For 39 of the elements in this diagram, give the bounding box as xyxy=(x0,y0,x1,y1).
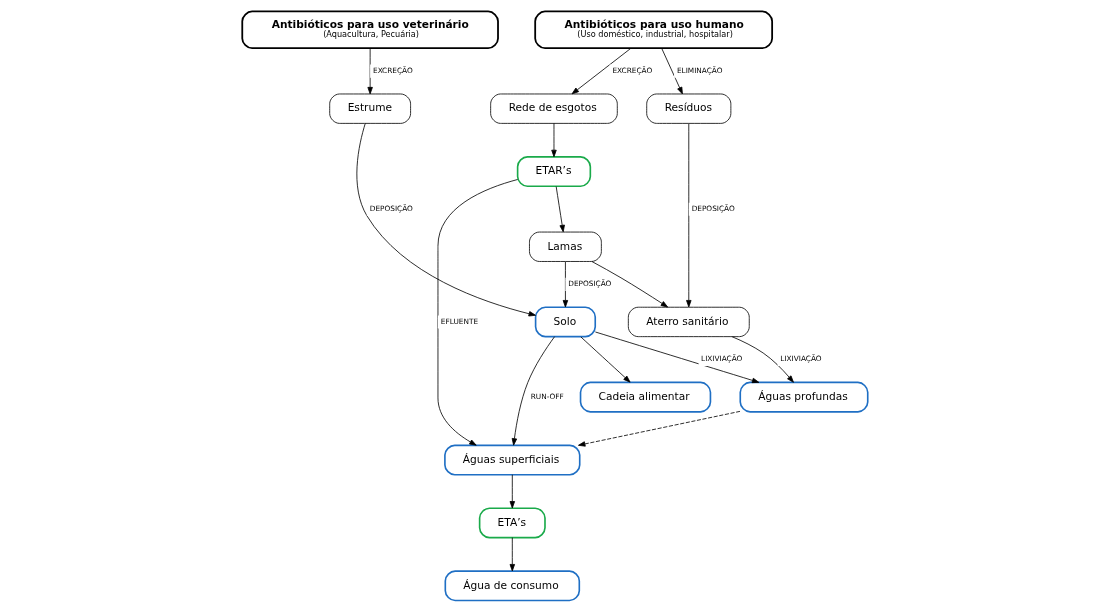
node-box: Águas superficiais xyxy=(444,444,581,476)
arrow xyxy=(511,336,555,446)
arrow xyxy=(551,123,557,158)
edge-label: DEPOSIÇÃO xyxy=(369,203,413,213)
arrow xyxy=(509,474,515,509)
arrow xyxy=(580,336,631,383)
node-box: Resíduos xyxy=(646,93,732,124)
node-box: Aterro sanitário xyxy=(627,306,750,338)
arrow xyxy=(578,410,741,447)
node-box: ETA’s xyxy=(478,507,546,539)
node-box: ETAR’s xyxy=(516,156,592,188)
arrow xyxy=(595,331,760,384)
edge-label: ELIMINAÇÃO xyxy=(676,65,723,75)
arrow xyxy=(555,186,565,233)
edge-label: DEPOSIÇÃO xyxy=(691,203,735,213)
edge-label: EXCREÇÃO xyxy=(373,65,413,75)
edge-label: RUN-OFF xyxy=(530,391,564,401)
arrow xyxy=(686,123,692,308)
node-box: Água de consumo xyxy=(444,570,581,602)
edge-label: EXCREÇÃO xyxy=(612,65,653,75)
node-box: Rede de esgotos xyxy=(490,93,618,124)
arrow xyxy=(661,48,683,95)
node-box: Estrume xyxy=(329,93,411,124)
arrow xyxy=(356,123,536,317)
arrow xyxy=(731,336,794,383)
node-box: Águas profundas xyxy=(739,381,869,413)
edge-label: LIXIVIAÇÃO xyxy=(701,354,743,364)
arrow xyxy=(509,537,515,572)
node-box: Antibióticos para uso humano (Uso doméstico, industrial, hospitalar) xyxy=(534,10,774,50)
edge-label: EFLUENTE xyxy=(440,316,479,326)
arrow xyxy=(571,47,632,95)
arrow xyxy=(591,261,669,308)
arrow xyxy=(367,48,373,95)
node-box: Lamas xyxy=(529,231,602,262)
node-box: Antibióticos para uso veterinário (Aquacultura, Pecuária) xyxy=(241,10,499,50)
edge-label: DEPOSIÇÃO xyxy=(568,279,612,289)
edge-label: LIXIVIAÇÃO xyxy=(780,354,822,364)
node-box: Cadeia alimentar xyxy=(579,381,712,413)
node-box: Solo xyxy=(534,306,597,338)
